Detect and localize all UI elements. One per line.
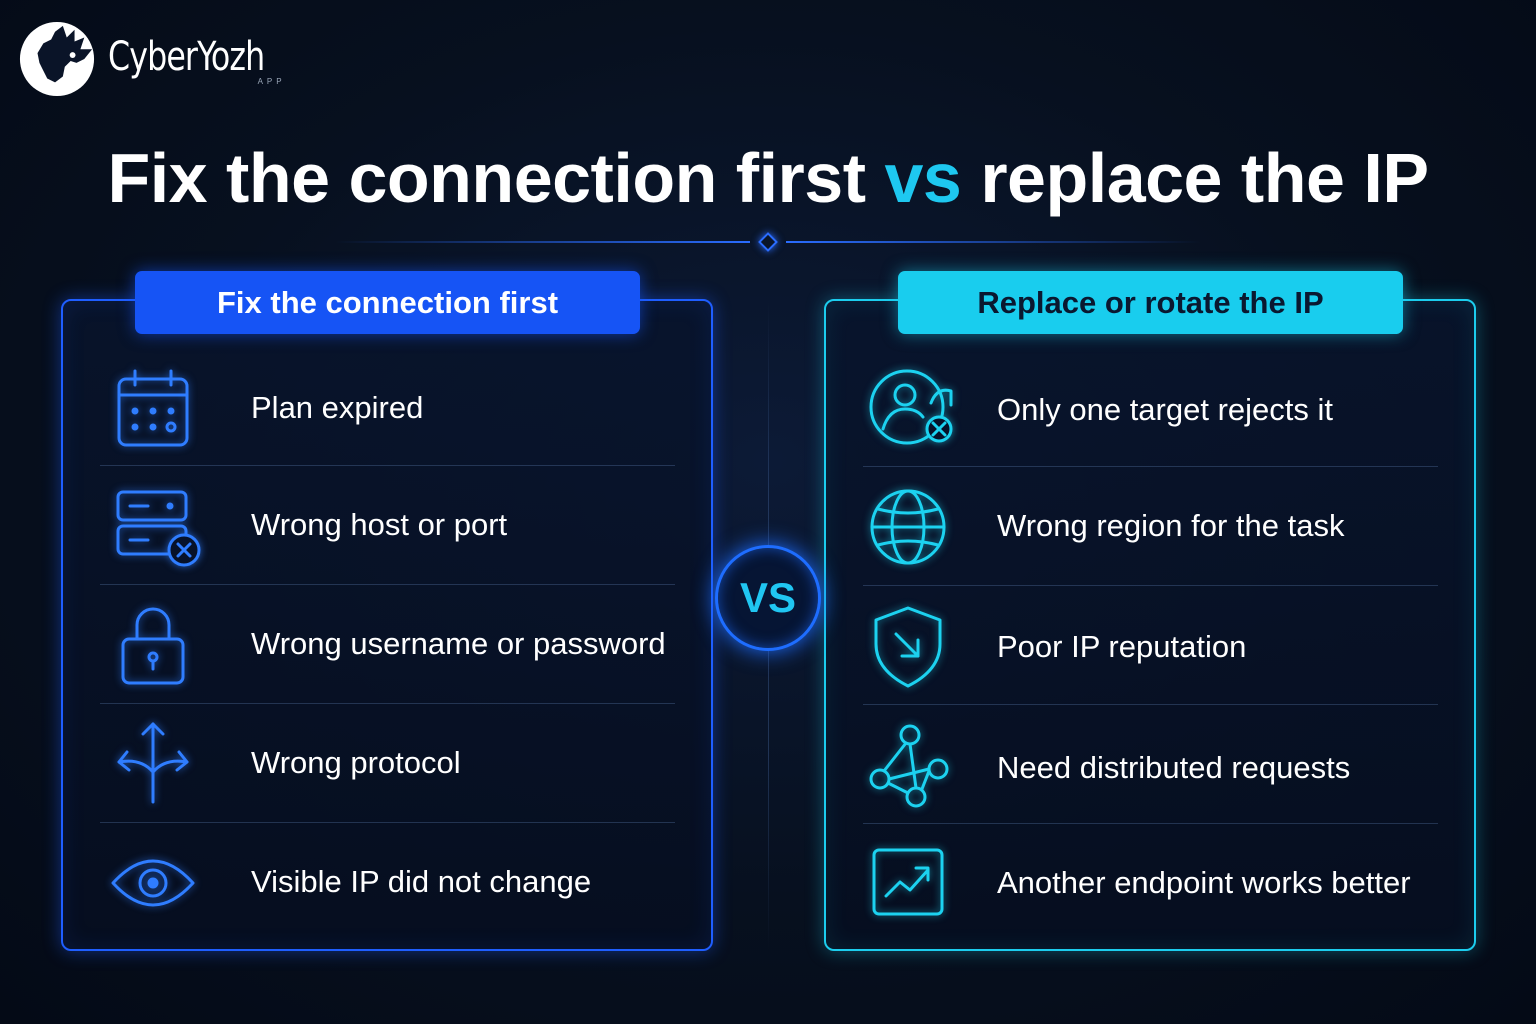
right-item-another-endpoint: Another endpoint works better [863, 825, 1438, 943]
hedgehog-logo-icon [19, 21, 95, 97]
vs-badge: VS [715, 545, 821, 651]
row-separator [863, 585, 1438, 586]
title-after: replace the IP [980, 139, 1429, 217]
left-item-label: Wrong protocol [251, 745, 461, 780]
row-separator [100, 822, 675, 823]
right-item-distributed: Need distributed requests [863, 706, 1438, 824]
right-item-wrong-region: Wrong region for the task [863, 468, 1438, 586]
calendar-icon [117, 369, 189, 447]
left-item-label: Wrong host or port [251, 507, 508, 542]
right-panel [824, 299, 1476, 951]
title-before: Fix the connection first [107, 139, 866, 217]
shield-down-icon [874, 606, 942, 688]
right-item-label: Only one target rejects it [997, 392, 1333, 427]
globe-icon [870, 489, 946, 565]
right-panel-heading: Replace or rotate the IP [898, 271, 1403, 334]
right-item-label: Another endpoint works better [997, 865, 1411, 900]
left-item-plan-expired: Plan expired [100, 350, 675, 468]
page-title: Fix the connection first vs replace the … [0, 138, 1536, 218]
left-item-wrong-host: Wrong host or port [100, 467, 675, 585]
user-blocked-icon [869, 369, 953, 445]
left-item-label: Wrong username or password [251, 626, 666, 661]
left-item-visible-ip: Visible IP did not change [100, 824, 675, 942]
left-panel-heading: Fix the connection first [135, 271, 640, 334]
right-item-label: Need distributed requests [997, 750, 1351, 785]
eye-icon [111, 859, 195, 907]
row-separator [863, 704, 1438, 705]
left-item-wrong-protocol: Wrong protocol [100, 705, 675, 823]
lock-icon [121, 607, 185, 685]
row-separator [863, 823, 1438, 824]
brand-sub: APP [257, 77, 286, 86]
trend-up-icon [872, 848, 944, 916]
diamond-ornament-icon [758, 232, 778, 252]
row-separator [100, 703, 675, 704]
row-separator [100, 465, 675, 466]
network-nodes-icon [869, 724, 949, 808]
title-divider-right [786, 241, 1201, 243]
left-item-label: Visible IP did not change [251, 864, 592, 899]
brand-name: CyberYozh [108, 34, 265, 80]
row-separator [863, 466, 1438, 467]
row-separator [100, 584, 675, 585]
right-item-one-target: Only one target rejects it [863, 350, 1438, 468]
brand-logo: CyberYozh APP [18, 18, 286, 100]
title-vs: vs [884, 139, 962, 217]
left-item-label: Plan expired [251, 390, 424, 425]
right-item-poor-reputation: Poor IP reputation [863, 587, 1438, 705]
title-divider-left [335, 241, 750, 243]
right-item-label: Wrong region for the task [997, 508, 1345, 543]
left-item-wrong-credentials: Wrong username or password [100, 586, 675, 704]
right-item-label: Poor IP reputation [997, 629, 1247, 664]
server-error-icon [116, 490, 201, 567]
split-arrows-icon [117, 722, 189, 804]
